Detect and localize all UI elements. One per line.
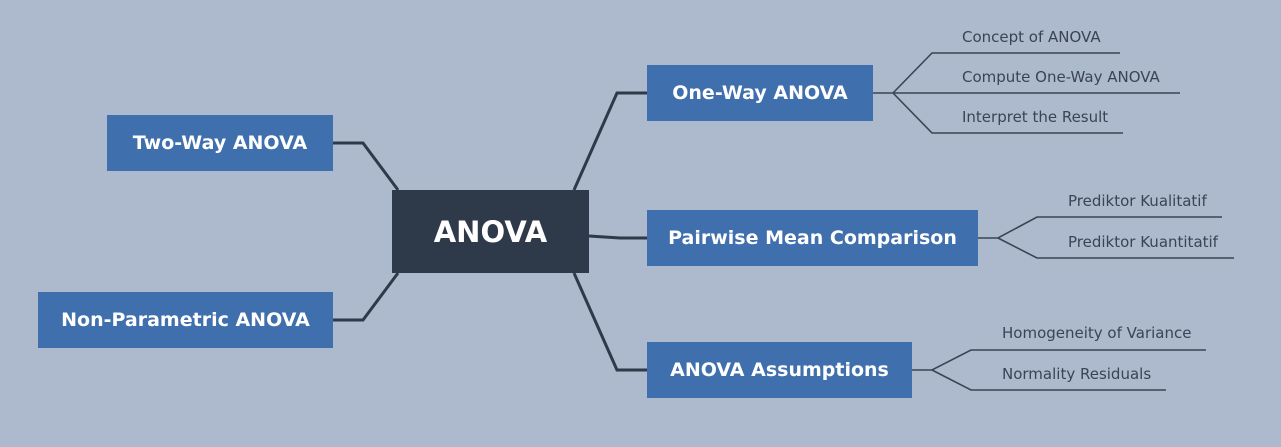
subtopic-normality-residuals[interactable]: Normality Residuals (1002, 365, 1152, 383)
connector-one-way (572, 91, 647, 191)
topic-two-way-anova[interactable]: Two-Way ANOVA (107, 115, 333, 171)
topic-pairwise-mean-comparison[interactable]: Pairwise Mean Comparison (647, 210, 978, 266)
connector-two-way (333, 141, 400, 191)
connector-pairwise (588, 234, 647, 240)
subtopic-homogeneity-of-variance[interactable]: Homogeneity of Variance (1002, 324, 1192, 342)
topic-anova-assumptions[interactable]: ANOVA Assumptions (647, 342, 912, 398)
topic-one-way-anova[interactable]: One-Way ANOVA (647, 65, 873, 121)
subtopic-prediktor-kuantitatif[interactable]: Prediktor Kuantitatif (1068, 233, 1218, 251)
connector-assumptions (572, 272, 647, 372)
subtopic-compute-one-way-anova[interactable]: Compute One-Way ANOVA (962, 68, 1160, 86)
subtopic-concept-of-anova[interactable]: Concept of ANOVA (962, 28, 1101, 46)
subtopic-interpret-the-result[interactable]: Interpret the Result (962, 108, 1109, 126)
central-topic[interactable]: ANOVA (392, 190, 589, 273)
topic-non-parametric-anova[interactable]: Non-Parametric ANOVA (38, 292, 333, 348)
subtopic-prediktor-kualitatif[interactable]: Prediktor Kualitatif (1068, 192, 1207, 210)
connector-non-parametric (333, 272, 400, 322)
